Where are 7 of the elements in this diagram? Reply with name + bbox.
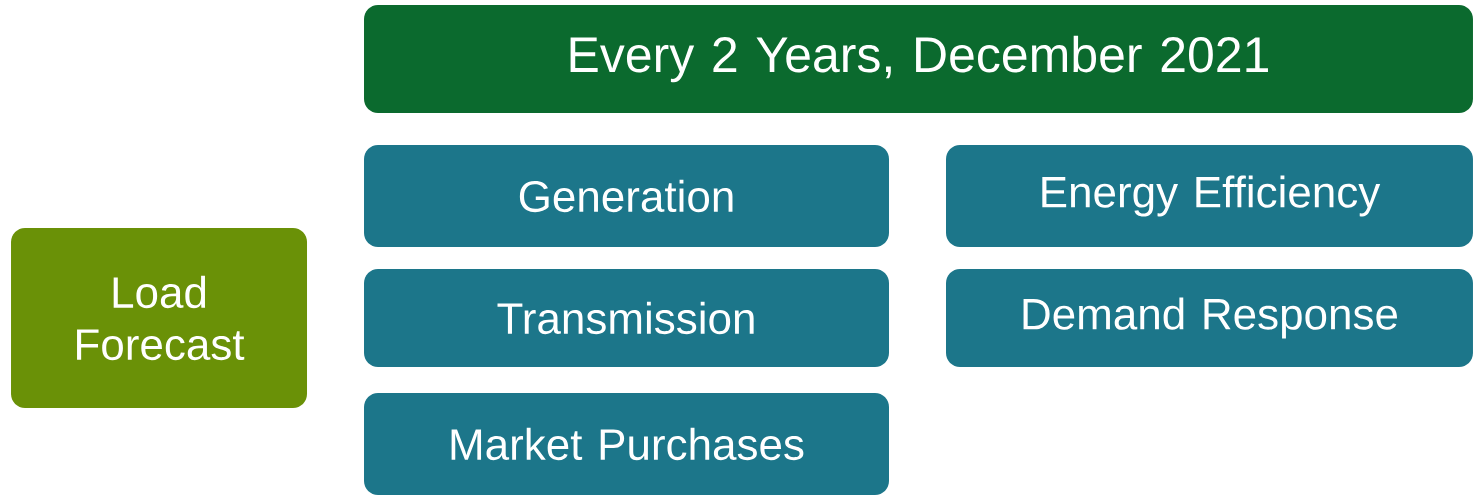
banner-box: Every 2 Years, December 2021 xyxy=(364,5,1473,113)
process-box: Energy Efficiency xyxy=(946,145,1473,247)
process-box: Demand Response xyxy=(946,269,1473,367)
process-box: Transmission xyxy=(364,269,889,367)
process-box: Load Forecast xyxy=(11,228,307,408)
process-box: Generation xyxy=(364,145,889,247)
process-box: Market Purchases xyxy=(364,393,889,495)
